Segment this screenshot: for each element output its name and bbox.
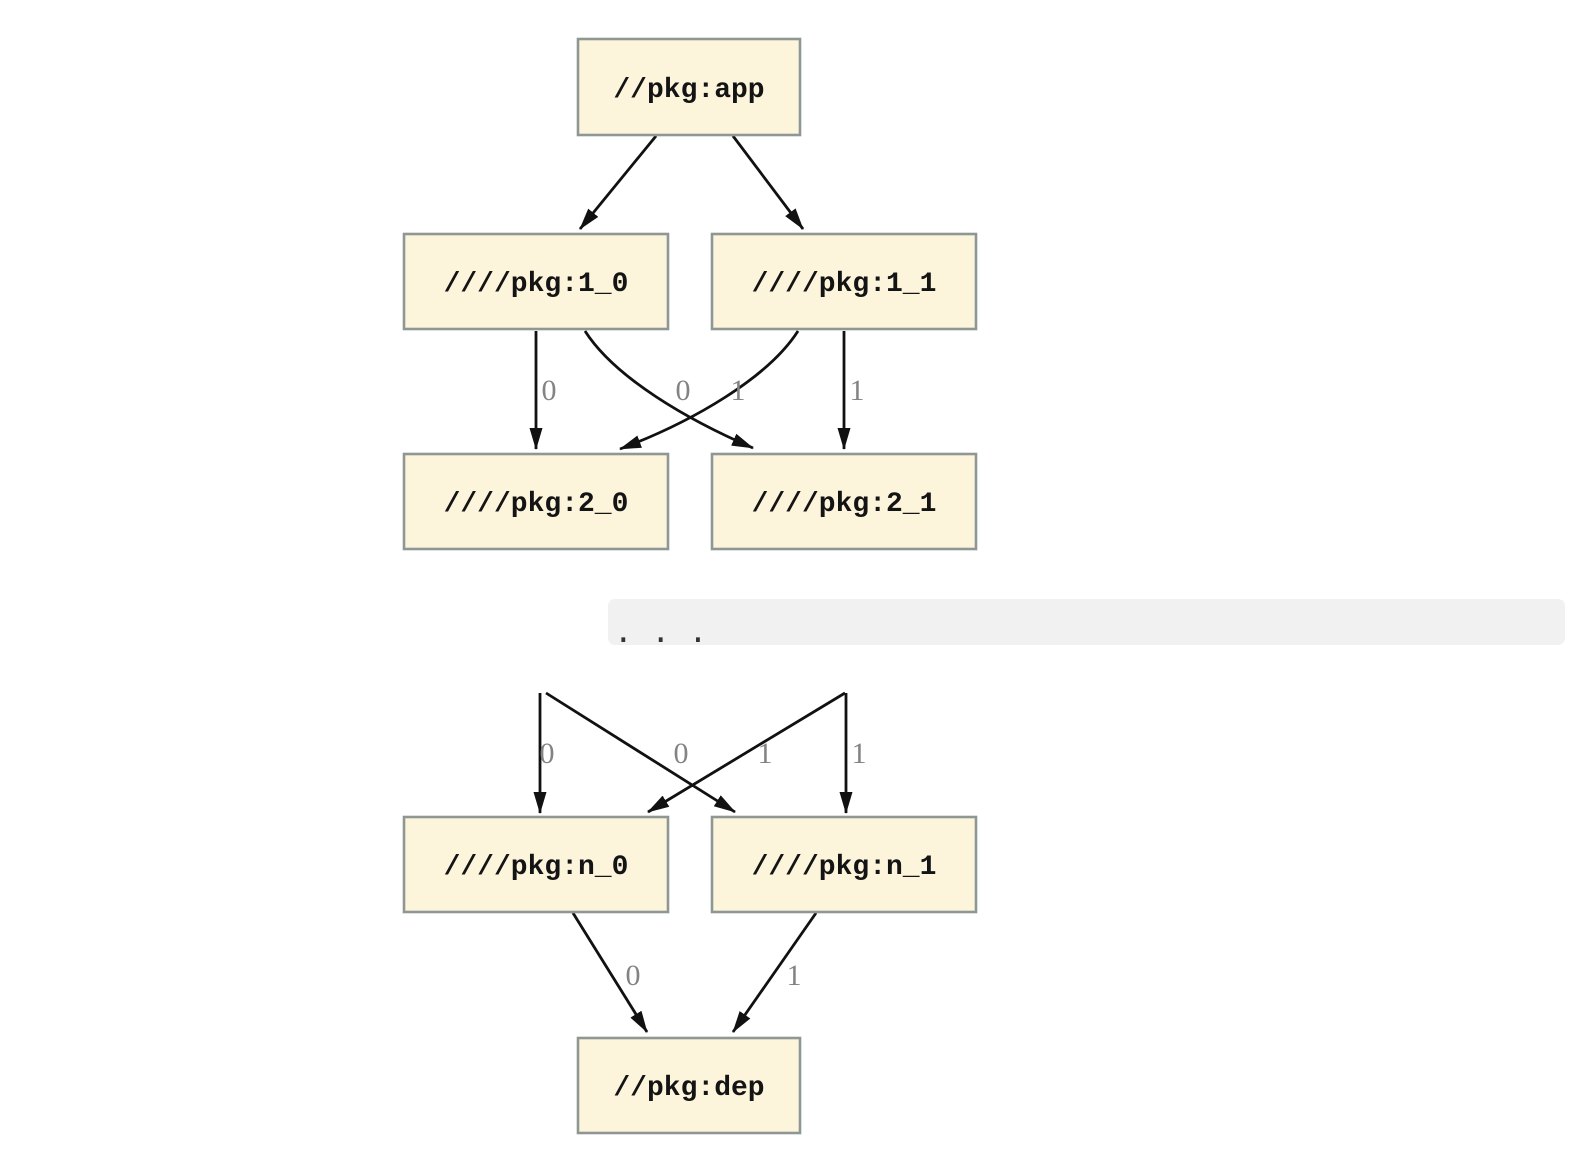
node-2_0-label: ////pkg:2_0: [444, 489, 629, 520]
edge-app-to-1_0: [578, 135, 658, 230]
edge-ellipsis-to-n_1-cross: [545, 691, 736, 814]
ellipsis-band: . . .: [608, 599, 1565, 650]
ellipsis-band-background: [608, 599, 1565, 645]
edge-label-to-n_1-straight: 1: [852, 737, 867, 770]
node-2_1: ////pkg:2_1: [710, 452, 978, 551]
node-n_1-box: [710, 815, 978, 914]
edge-label-1_0-to-2_1: 1: [731, 374, 746, 407]
edge-app-to-1_1: [731, 135, 805, 230]
node-n_1-label: ////pkg:n_1: [752, 852, 937, 883]
node-app-box: [576, 37, 802, 137]
edge-label-to-n_1-cross: 1: [758, 737, 773, 770]
node-1_1: ////pkg:1_1: [710, 232, 978, 331]
node-app: //pkg:app: [576, 37, 802, 137]
edge-1_0-to-2_1: [583, 330, 754, 450]
node-1_0-label: ////pkg:1_0: [444, 269, 629, 300]
edge-label-n_1-to-dep: 1: [787, 959, 802, 992]
ellipsis-dots: . . .: [614, 614, 707, 650]
node-n_0-label: ////pkg:n_0: [444, 852, 629, 883]
node-app-label: //pkg:app: [613, 75, 764, 106]
node-2_1-label: ////pkg:2_1: [752, 489, 937, 520]
edge-n_0-to-dep: [571, 912, 649, 1033]
node-1_1-label: ////pkg:1_1: [752, 269, 937, 300]
edge-n_1-to-dep: [731, 912, 818, 1033]
node-2_0-box: [402, 452, 670, 551]
edge-label-n_0-to-dep: 0: [626, 959, 641, 992]
node-1_0: ////pkg:1_0: [402, 232, 670, 331]
node-dep-label: //pkg:dep: [613, 1073, 764, 1104]
node-2_1-box: [710, 452, 978, 551]
edge-label-1_1-to-2_1: 1: [850, 374, 865, 407]
edge-ellipsis-to-n_0-cross: [647, 691, 846, 814]
node-1_1-box: [710, 232, 978, 331]
node-2_0: ////pkg:2_0: [402, 452, 670, 551]
node-dep: //pkg:dep: [576, 1036, 802, 1135]
edge-1_1-to-2_0: [619, 330, 800, 451]
edge-label-1_0-to-2_0: 0: [542, 374, 557, 407]
edge-labels: 0 0 1 1 0 0 1 1 0 1: [540, 374, 867, 992]
edges: [529, 135, 853, 1033]
edge-label-to-n_0-straight: 0: [540, 737, 555, 770]
node-dep-box: [576, 1036, 802, 1135]
node-n_1: ////pkg:n_1: [710, 815, 978, 914]
edge-label-to-n_0-cross: 0: [674, 737, 689, 770]
edge-label-1_1-to-2_0: 0: [676, 374, 691, 407]
node-n_0: ////pkg:n_0: [402, 815, 670, 914]
node-1_0-box: [402, 232, 670, 331]
node-n_0-box: [402, 815, 670, 914]
